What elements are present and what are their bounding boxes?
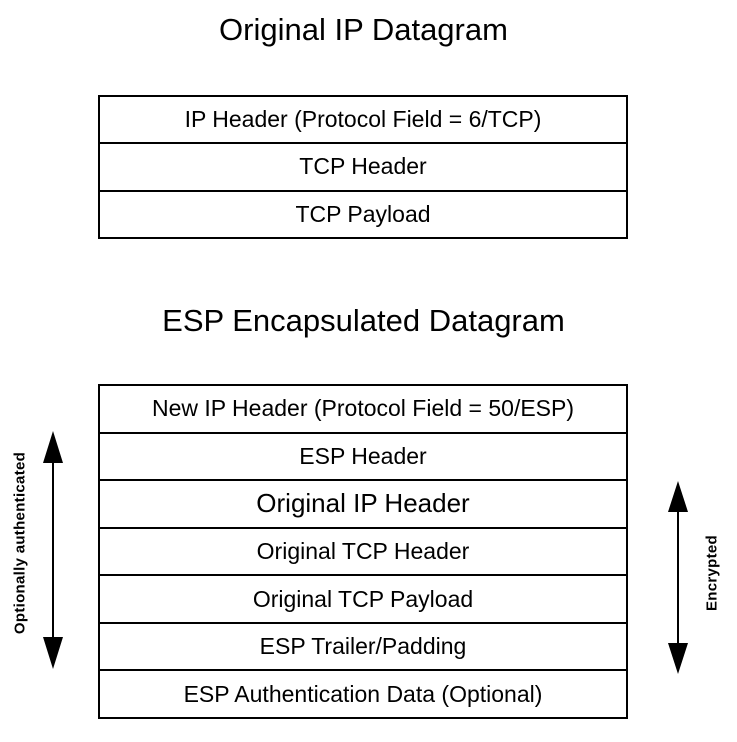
optionally-authenticated-label: Optionally authenticated — [11, 451, 29, 635]
row-esp-trailer-padding: ESP Trailer/Padding — [100, 621, 626, 670]
esp-datagram-title: ESP Encapsulated Datagram — [162, 303, 565, 338]
encrypted-label: Encrypted — [703, 534, 721, 612]
row-original-tcp-payload: Original TCP Payload — [100, 574, 626, 622]
row-tcp-header: TCP Header — [100, 142, 626, 189]
row-esp-authentication-data: ESP Authentication Data (Optional) — [100, 669, 626, 717]
row-new-ip-header: New IP Header (Protocol Field = 50/ESP) — [151, 395, 575, 422]
row-original-tcp-header: Original TCP Header — [100, 526, 626, 575]
encrypted-double-arrow-icon — [668, 481, 688, 674]
row-original-ip-header: Original IP Header — [100, 479, 626, 527]
row-esp-header: ESP Header — [100, 431, 626, 480]
row-ip-header: IP Header (Protocol Field = 6/TCP) — [184, 106, 542, 133]
original-datagram-table: IP Header (Protocol Field = 6/TCP) TCP H… — [98, 95, 628, 239]
optionally-authenticated-double-arrow-icon — [43, 431, 63, 669]
esp-datagram-table: New IP Header (Protocol Field = 50/ESP) … — [98, 384, 628, 719]
original-datagram-title: Original IP Datagram — [219, 12, 508, 47]
row-tcp-payload: TCP Payload — [100, 189, 626, 237]
